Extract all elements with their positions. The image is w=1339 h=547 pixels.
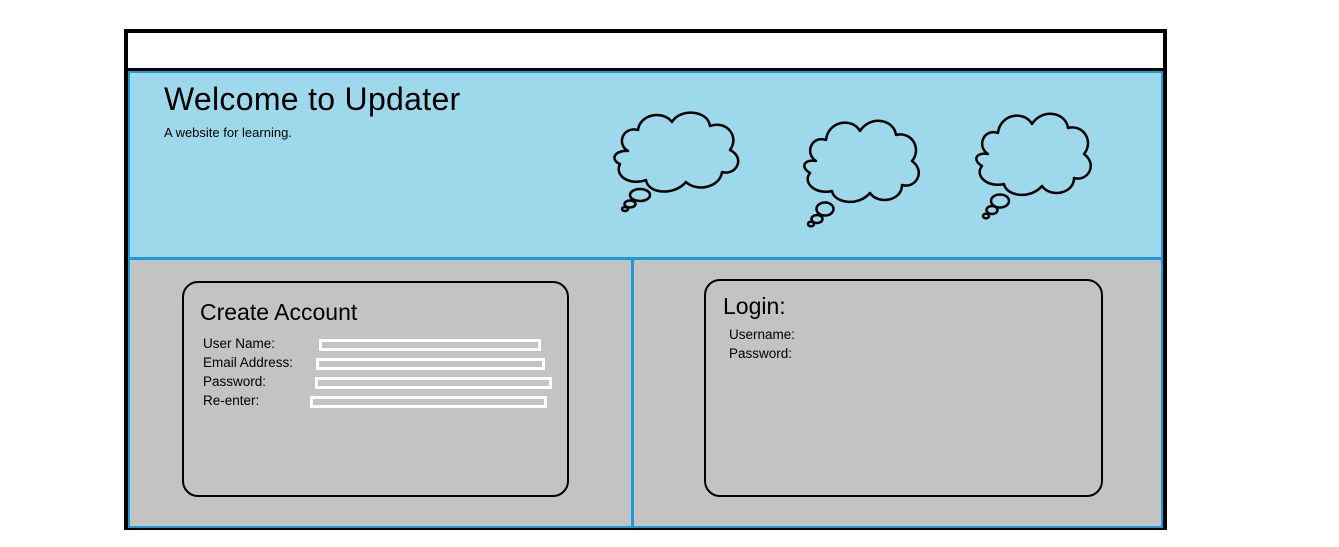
password-input[interactable] xyxy=(315,377,552,389)
create-account-panel: Create Account User Name: Email Address:… xyxy=(128,258,633,528)
username-input[interactable] xyxy=(319,339,541,351)
login-panel: Login: Username: Password: xyxy=(632,258,1163,528)
thought-cloud-icon xyxy=(975,112,1092,220)
thought-cloud-icon xyxy=(613,111,740,213)
email-input[interactable] xyxy=(316,358,545,370)
username-label: User Name: xyxy=(203,336,276,351)
login-username-label: Username: xyxy=(729,327,796,342)
login-title: Login: xyxy=(723,293,786,319)
site-title: Welcome to Updater xyxy=(164,81,461,117)
email-label: Email Address: xyxy=(203,355,294,370)
browser-bar xyxy=(128,33,1163,71)
reenter-password-input[interactable] xyxy=(310,396,547,408)
header-banner: Welcome to Updater A website for learnin… xyxy=(128,71,1163,259)
login-card: Login: Username: Password: xyxy=(704,279,1103,497)
password-label: Password: xyxy=(203,374,267,389)
page-frame: Welcome to Updater A website for learnin… xyxy=(124,29,1167,530)
thought-cloud-icon xyxy=(803,119,920,228)
create-account-card: Create Account User Name: Email Address:… xyxy=(182,281,569,497)
login-password-label: Password: xyxy=(729,346,793,361)
site-subtitle: A website for learning. xyxy=(164,125,292,140)
reenter-label: Re-enter: xyxy=(203,393,260,408)
create-account-title: Create Account xyxy=(200,299,358,325)
